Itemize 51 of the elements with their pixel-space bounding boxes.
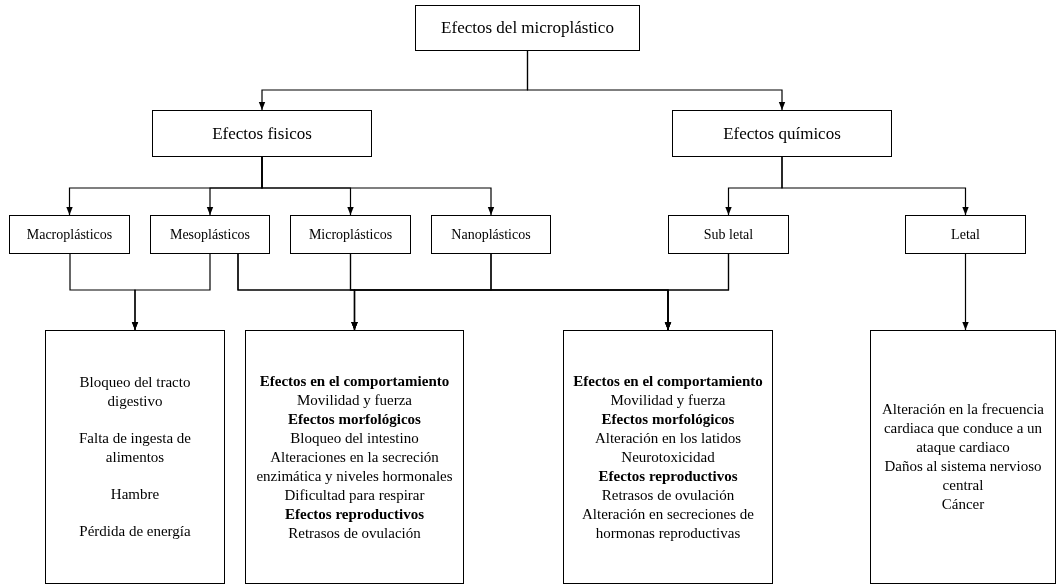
text-box xyxy=(152,110,372,157)
box-text: Sub letal xyxy=(703,225,754,244)
box-text: Efectos fisicos xyxy=(212,123,312,144)
text-box xyxy=(415,5,640,51)
box-text: Retrasos de ovulación xyxy=(288,523,421,543)
box-text: Efectos del microplástico xyxy=(441,18,614,38)
box-text: Pérdida de energía xyxy=(79,522,191,541)
box-text: Alteración en los latidos xyxy=(594,428,742,448)
box-text: Hambre xyxy=(110,485,160,504)
box-text: Falta de ingesta de alimentos xyxy=(77,429,192,467)
box-text: Nanoplásticos xyxy=(451,225,531,244)
box-text: Alteraciones en la secreción enzimática y niveles hormonales xyxy=(255,447,454,486)
box-text: Efectos en el comportamiento xyxy=(259,371,450,391)
text-box xyxy=(905,215,1026,254)
box-text: Neurotoxicidad xyxy=(621,447,715,467)
box-text: Efectos morfológicos xyxy=(288,409,421,429)
connector-arrow xyxy=(261,156,495,216)
box-text: Efectos químicos xyxy=(723,123,841,144)
text-box xyxy=(150,215,270,254)
text-box xyxy=(290,215,411,254)
text-box xyxy=(245,330,464,584)
box-text: Efectos reproductivos xyxy=(285,504,424,524)
box-text: Daños al sistema nervioso central xyxy=(883,457,1043,495)
box-text: Efectos morfológicos xyxy=(601,409,735,429)
text-box xyxy=(45,330,225,584)
text-box xyxy=(672,110,892,157)
box-text: Alteración en la frecuencia cardiaca que conduce a un ataque cardiaco xyxy=(881,400,1045,457)
box-text: Mesoplásticos xyxy=(169,225,251,244)
connector-arrow xyxy=(781,156,969,216)
box-text: Macroplásticos xyxy=(26,225,113,244)
box-text: Efectos en el comportamiento xyxy=(573,371,763,391)
box-text: Retrasos de ovulación xyxy=(601,485,735,505)
text-box xyxy=(563,330,773,584)
box-text: Movilidad y fuerza xyxy=(610,390,726,410)
connector-arrow xyxy=(664,253,730,331)
box-text: Microplásticos xyxy=(308,225,393,244)
text-box xyxy=(431,215,551,254)
box-text: Bloqueo del tracto digestivo xyxy=(78,373,192,411)
connector-arrow xyxy=(962,253,969,331)
text-box xyxy=(870,330,1056,584)
connector-arrow xyxy=(526,50,786,111)
box-text: Efectos reproductivos xyxy=(598,466,738,486)
text-box xyxy=(668,215,789,254)
connector-arrow xyxy=(131,253,211,331)
box-text: Bloqueo del intestino xyxy=(290,428,419,448)
box-text: Cáncer xyxy=(941,495,985,514)
box-text: Dificultad para respirar xyxy=(284,485,425,505)
text-box xyxy=(9,215,130,254)
box-text: Alteración en secreciones de hormonas reproductivas xyxy=(581,504,755,543)
box-text: Letal xyxy=(951,225,980,244)
box-text: Movilidad y fuerza xyxy=(297,390,412,410)
